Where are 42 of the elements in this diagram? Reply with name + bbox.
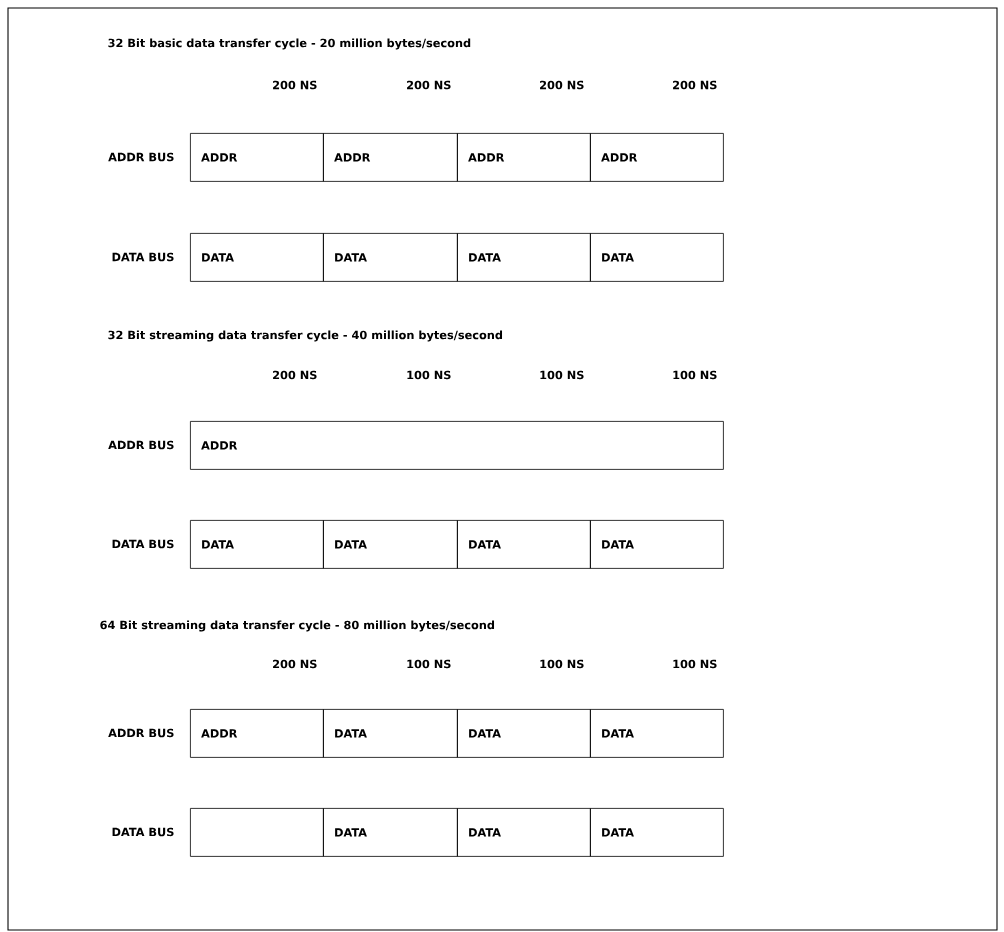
- empty-cycle-cell: [190, 808, 324, 857]
- bus-cycle-cell: DATA: [323, 808, 458, 857]
- bus-cycle-cell: DATA: [323, 520, 458, 569]
- bus-cycle-cell: DATA: [323, 233, 458, 282]
- duration-label: 100 NS: [407, 659, 451, 669]
- duration-label: 100 NS: [673, 370, 717, 380]
- section-heading: 32 Bit streaming data transfer cycle - 40 million bytes/second: [108, 330, 502, 342]
- bus-cycle-cell: DATA: [323, 709, 458, 758]
- bus-label: DATA BUS: [112, 252, 174, 262]
- section-heading: 32 Bit basic data transfer cycle - 20 million bytes/second: [108, 38, 471, 50]
- duration-label: 100 NS: [540, 370, 584, 380]
- bus-cycle-cell: DATA: [590, 709, 724, 758]
- duration-label: 200 NS: [407, 80, 451, 90]
- bus-cycle-cell: DATA: [590, 233, 724, 282]
- bus-label: ADDR BUS: [108, 440, 174, 450]
- bus-cycle-cell: ADDR: [457, 133, 591, 182]
- duration-label: 200 NS: [673, 80, 717, 90]
- duration-label: 200 NS: [540, 80, 584, 90]
- bus-cycle-cell: ADDR: [190, 421, 724, 470]
- duration-label: 100 NS: [540, 659, 584, 669]
- bus-cycle-cell: DATA: [590, 808, 724, 857]
- duration-label: 200 NS: [273, 80, 317, 90]
- bus-cycle-cell: ADDR: [190, 133, 324, 182]
- bus-cycle-cell: ADDR: [323, 133, 458, 182]
- duration-label: 100 NS: [407, 370, 451, 380]
- duration-label: 200 NS: [273, 370, 317, 380]
- bus-cycle-cell: DATA: [590, 520, 724, 569]
- bus-cycle-cell: DATA: [457, 233, 591, 282]
- bus-cycle-cell: DATA: [457, 520, 591, 569]
- bus-cycle-cell: DATA: [190, 520, 324, 569]
- duration-label: 200 NS: [273, 659, 317, 669]
- bus-cycle-cell: DATA: [457, 709, 591, 758]
- bus-label: ADDR BUS: [108, 152, 174, 162]
- bus-label: DATA BUS: [112, 827, 174, 837]
- bus-cycle-cell: DATA: [190, 233, 324, 282]
- bus-cycle-cell: ADDR: [590, 133, 724, 182]
- bus-cycle-cell: ADDR: [190, 709, 324, 758]
- duration-label: 100 NS: [673, 659, 717, 669]
- bus-label: DATA BUS: [112, 539, 174, 549]
- bus-cycle-cell: DATA: [457, 808, 591, 857]
- bus-label: ADDR BUS: [108, 728, 174, 738]
- section-heading: 64 Bit streaming data transfer cycle - 80 million bytes/second: [100, 620, 494, 632]
